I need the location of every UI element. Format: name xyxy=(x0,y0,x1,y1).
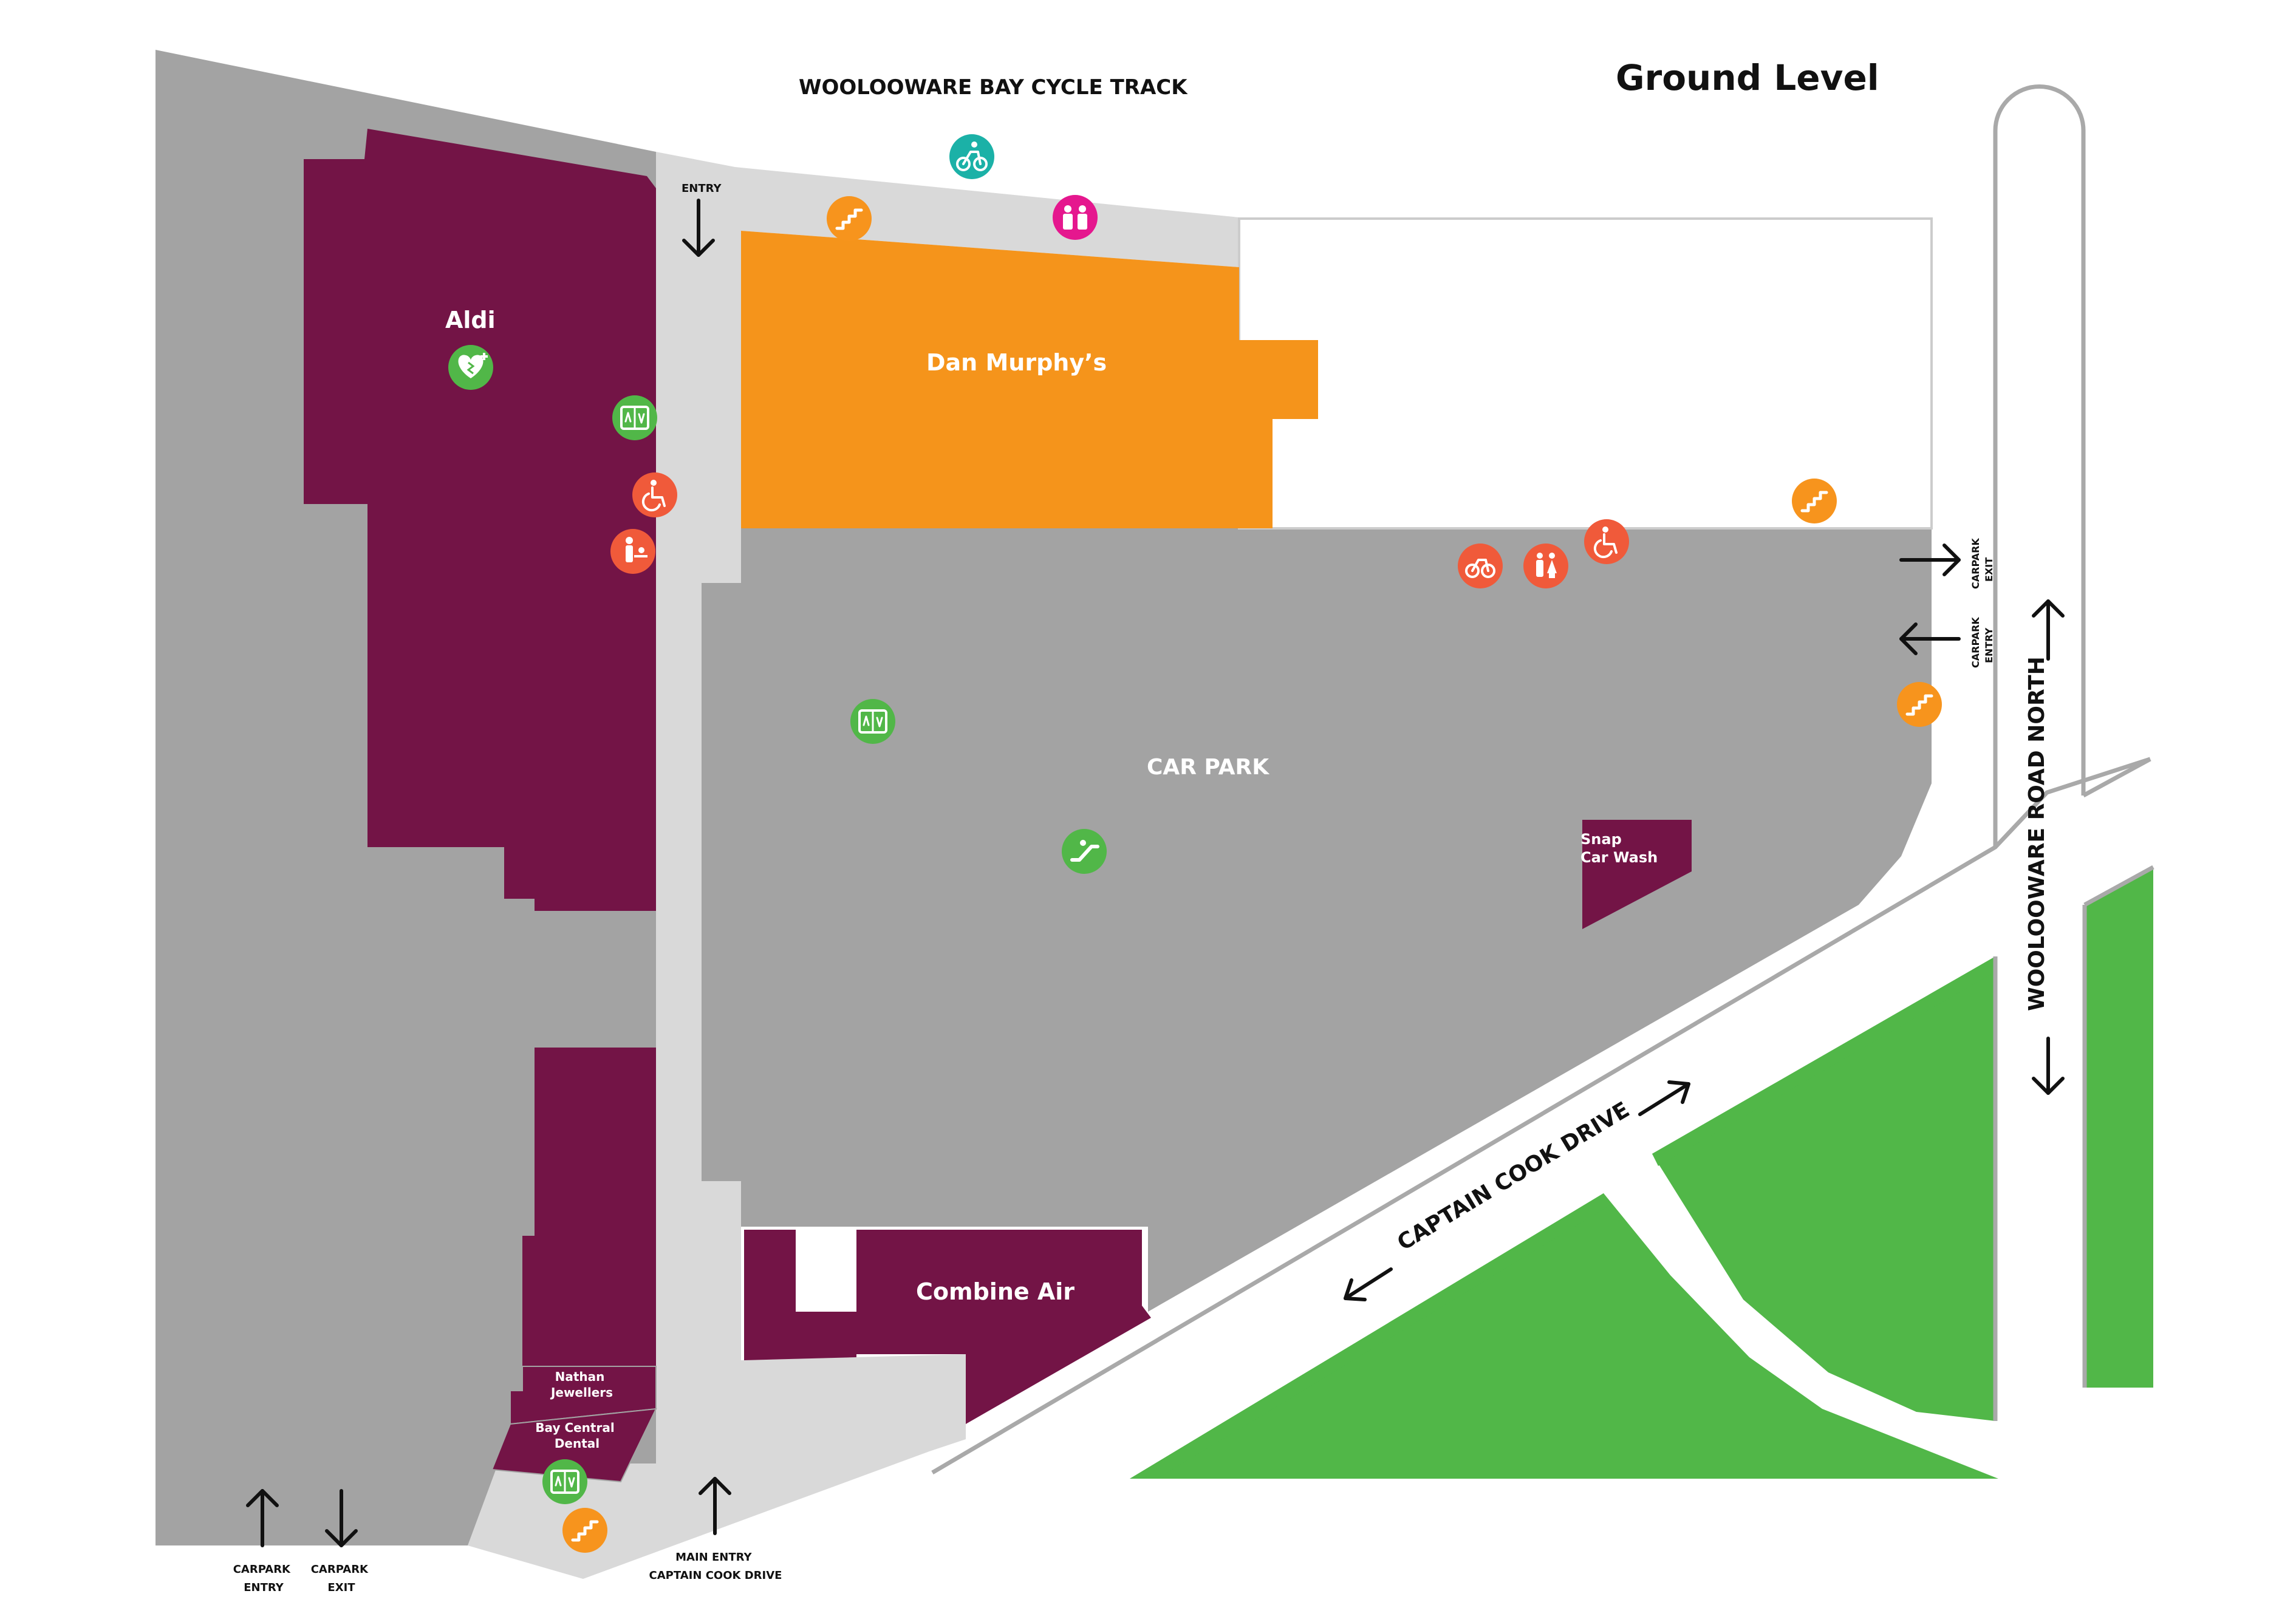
captain-cook-ne-arrow xyxy=(1638,1080,1690,1116)
green-space-strip-far-east xyxy=(2085,867,2153,1388)
stairs-icon xyxy=(1897,682,1942,727)
stairs-icon xyxy=(562,1508,607,1553)
stairs-icon xyxy=(1792,479,1837,523)
baby-change-icon xyxy=(610,529,655,574)
entry-top-label: ENTRY xyxy=(682,182,722,195)
snap-car-wash-label: Snap Car Wash xyxy=(1580,831,1658,866)
carpark-entry-bottom-label: CARPARK ENTRY xyxy=(233,1563,295,1594)
road-loop-wooloowware xyxy=(1993,84,2086,847)
bay-central-dental-label: Bay Central Dental xyxy=(535,1420,618,1451)
cycle-track-label: WOOLOOWARE BAY CYCLE TRACK xyxy=(799,75,1188,100)
snap-car-wash-area xyxy=(1582,820,1692,929)
parents-room-icon xyxy=(1053,195,1098,240)
lift-icon xyxy=(850,699,895,744)
carpark-entry-bottom-arrow xyxy=(246,1489,279,1547)
stairs-icon xyxy=(827,196,872,241)
green-strip-north-b xyxy=(1130,1193,1610,1479)
retail-block-east xyxy=(1238,217,1933,530)
combine-air-area xyxy=(856,1230,1151,1424)
aldi-area xyxy=(304,129,656,504)
carpark-entry-right-arrow xyxy=(1899,622,1961,655)
car-park-label: CAR PARK xyxy=(1147,755,1269,780)
road-edge-captain-cook-north xyxy=(931,757,2151,1475)
main-entry-arrow xyxy=(699,1477,731,1535)
green-space-triangle-east xyxy=(1652,956,1995,1421)
main-entry-label: MAIN ENTRY CAPTAIN COOK DRIVE xyxy=(649,1551,782,1582)
lift-icon xyxy=(612,395,657,440)
tenant-block-south xyxy=(522,1048,656,1366)
road-edge-east-lane xyxy=(2083,865,2154,907)
accessible-icon xyxy=(632,472,677,517)
accessible-icon xyxy=(1584,519,1629,564)
carpark-exit-right-label: CARPARK EXIT xyxy=(1970,535,1995,589)
carpark-exit-bottom-arrow xyxy=(325,1489,358,1547)
toilets-icon xyxy=(1523,544,1568,588)
captain-cook-sw-arrow xyxy=(1344,1267,1393,1301)
dan-murphys-label: Dan Murphy’s xyxy=(926,349,1107,376)
walkway-central xyxy=(468,583,966,1579)
green-strip-north-a xyxy=(1652,956,1995,1166)
aldi-label: Aldi xyxy=(445,307,496,333)
lift-icon xyxy=(542,1459,587,1504)
combine-air-label: Combine Air xyxy=(916,1278,1075,1305)
bicycle-parking-icon xyxy=(1458,544,1503,588)
tenant-block-small xyxy=(744,1230,856,1360)
wooloowware-road-north-label: WOOLOOWARE ROAD NORTH xyxy=(2024,656,2049,1011)
wooloowware-north-up-arrow xyxy=(2032,599,2065,661)
page-title: Ground Level xyxy=(1616,57,1879,98)
green-space-triangle-large xyxy=(1130,1193,1998,1479)
nathan-jewellers-label: Nathan Jewellers xyxy=(550,1369,613,1400)
dan-murphys-area xyxy=(741,231,1318,528)
carpark-entry-right-label: CARPARK ENTRY xyxy=(1970,614,1995,668)
cycle-path-icon xyxy=(949,134,994,179)
carpark-exit-bottom-label: CARPARK EXIT xyxy=(311,1563,372,1594)
wooloowware-south-down-arrow xyxy=(2032,1037,2065,1095)
bay-central-dental-area xyxy=(491,1408,657,1483)
main-carpark-area xyxy=(702,491,1932,1312)
defibrillator-icon xyxy=(448,345,493,390)
carpark-exit-right-arrow xyxy=(1899,544,1961,576)
road-edge-east-upper xyxy=(2082,757,2151,798)
escalator-icon xyxy=(1062,829,1107,874)
tenant-block-west xyxy=(367,504,656,911)
entry-top-arrow xyxy=(682,199,715,257)
